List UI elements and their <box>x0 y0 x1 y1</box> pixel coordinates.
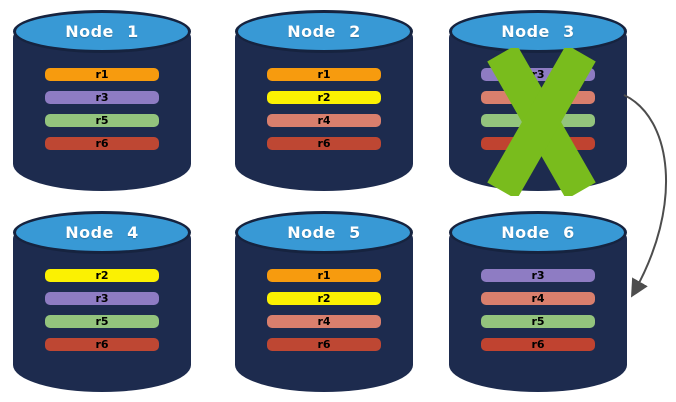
replica-label: r2 <box>95 269 109 282</box>
replica-bars: r2 r3 r5 r6 <box>45 269 159 361</box>
replica-bar: r6 <box>45 338 159 351</box>
replica-bar: r3 <box>45 91 159 104</box>
replica-label: r6 <box>95 338 109 351</box>
node-cylinder-body <box>235 30 413 191</box>
replica-bar: r1 <box>267 269 381 282</box>
replica-bar: r2 <box>45 269 159 282</box>
replica-label: r6 <box>317 338 331 351</box>
database-node: Node 5 r1 r2 r4 r6 <box>235 211 413 393</box>
node-cylinder-body <box>235 231 413 392</box>
failure-x-icon <box>485 44 597 200</box>
replica-label: r4 <box>531 292 545 305</box>
replica-label: r4 <box>317 114 331 127</box>
replica-label: r4 <box>317 315 331 328</box>
database-node: Node 2 r1 r2 r4 r6 <box>235 10 413 192</box>
node-cylinder-body <box>449 231 627 392</box>
node-cylinder-top: Node 3 <box>449 10 627 53</box>
database-node: Node 6 r3 r4 r5 r6 <box>449 211 627 393</box>
replica-bar: r1 <box>45 68 159 81</box>
node-cylinder-top: Node 1 <box>13 10 191 53</box>
replica-label: r5 <box>531 315 545 328</box>
replica-bar: r6 <box>45 137 159 150</box>
replica-label: r3 <box>531 269 545 282</box>
node-cylinder-body <box>13 231 191 392</box>
replica-bar: r5 <box>481 315 595 328</box>
replica-label: r6 <box>317 137 331 150</box>
replica-label: r1 <box>317 269 331 282</box>
node-title: Node 3 <box>501 22 575 41</box>
replica-bar: r4 <box>267 315 381 328</box>
node-title: Node 5 <box>287 223 361 242</box>
replica-bar: r5 <box>45 315 159 328</box>
node-cylinder-top: Node 2 <box>235 10 413 53</box>
replica-bars: r1 r2 r4 r6 <box>267 68 381 160</box>
replica-bars: r1 r2 r4 r6 <box>267 269 381 361</box>
node-title: Node 4 <box>65 223 139 242</box>
replica-label: r1 <box>95 68 109 81</box>
replica-label: r1 <box>317 68 331 81</box>
replica-label: r5 <box>95 315 109 328</box>
node-cylinder-body <box>13 30 191 191</box>
replica-bar: r4 <box>481 292 595 305</box>
node-title: Node 1 <box>65 22 139 41</box>
replica-bar: r5 <box>45 114 159 127</box>
replica-bars: r1 r3 r5 r6 <box>45 68 159 160</box>
database-node: Node 3 r3 <box>449 10 627 200</box>
replica-bar: r3 <box>481 269 595 282</box>
replica-bar: r1 <box>267 68 381 81</box>
replica-label: r3 <box>95 91 109 104</box>
replica-bar: r3 <box>45 292 159 305</box>
replica-bar: r2 <box>267 91 381 104</box>
node-cylinder-top: Node 4 <box>13 211 191 254</box>
replica-bar: r6 <box>267 338 381 351</box>
replica-bars: r3 r4 r5 r6 <box>481 269 595 361</box>
node-cylinder-top: Node 5 <box>235 211 413 254</box>
replica-label: r5 <box>95 114 109 127</box>
replica-bar: r2 <box>267 292 381 305</box>
node-cylinder-top: Node 6 <box>449 211 627 254</box>
replica-label: r2 <box>317 292 331 305</box>
database-node: Node 1 r1 r3 r5 r6 <box>13 10 191 192</box>
node-title: Node 6 <box>501 223 575 242</box>
replica-label: r3 <box>95 292 109 305</box>
node-title: Node 2 <box>287 22 361 41</box>
replica-bar: r6 <box>481 338 595 351</box>
replica-bar: r4 <box>267 114 381 127</box>
replica-bar: r6 <box>267 137 381 150</box>
replica-label: r2 <box>317 91 331 104</box>
database-node: Node 4 r2 r3 r5 r6 <box>13 211 191 393</box>
replica-label: r6 <box>95 137 109 150</box>
replica-label: r6 <box>531 338 545 351</box>
